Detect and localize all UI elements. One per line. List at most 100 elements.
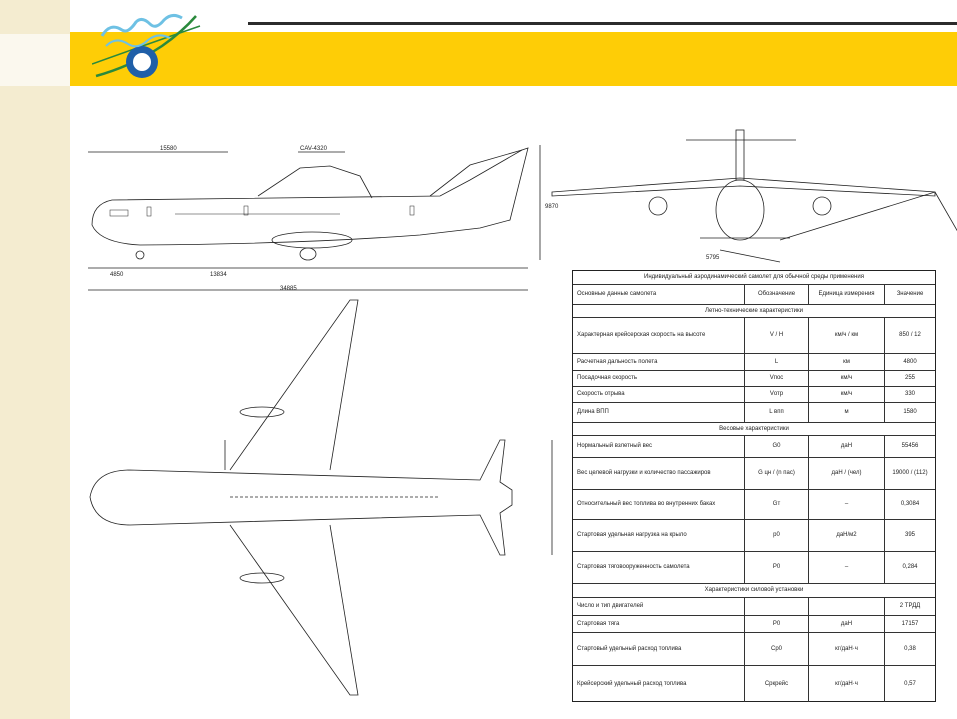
row-unit: даН/м2 [809,520,885,551]
front-view [551,129,957,263]
specs-table: Индивидуальный аэродинамический самолет … [572,270,936,702]
row-name: Стартовая удельная нагрузка на крыло [573,520,745,551]
table-row: Стартовая тяга P0 даН 17157 [573,616,935,633]
row-symbol: Vпос [745,371,809,386]
section-title-row: Весовые характеристики [573,423,935,436]
row-value: 0,57 [904,680,916,687]
row-symbol: Cp0 [745,633,809,665]
row-symbol: G0 [745,436,809,457]
dim-overall: 34885 [280,286,297,292]
row-unit: даН [809,436,885,457]
row-value: 850 / 12 [899,332,921,338]
dim-mid-section: 13834 [210,272,227,278]
side-view [88,145,541,291]
row-unit: км [809,354,885,370]
row-name: Нормальный взлетный вес [573,436,745,457]
row-name: Стартовая тяговооруженность самолета [573,552,745,583]
table-row: Длина ВПП L впп м 1580 [573,403,935,423]
company-logo [92,13,201,78]
row-name: Скорость отрыва [573,387,745,402]
left-sidebar-decoration [0,0,70,719]
dim-cargo-label: CAV-4320 [300,146,328,152]
table-header-row: Основные данные самолета Обозначение Еди… [573,285,935,305]
row-unit: кг/даН·ч [809,633,885,665]
row-symbol: Gт [745,490,809,519]
table-row: Нормальный взлетный вес G0 даН 55456 [573,436,935,458]
section-title: Летно-технические характеристики [705,307,803,314]
dim-span-label: 5795 [706,255,720,261]
table-row: Посадочная скорость Vпос км/ч 255 [573,371,935,387]
section-title: Весовые характеристики [719,425,789,432]
row-unit: даН / (чел) [809,458,885,489]
row-symbol: V / H [745,318,809,353]
row-unit: – [809,490,885,519]
row-symbol: P0 [745,616,809,632]
row-name: Характерная крейсерская скорость на высо… [573,318,745,353]
table-row: Расчетная дальность полета L км 4800 [573,354,935,371]
row-name: Стартовая тяга [573,616,745,632]
sidebar-light-band [0,34,70,86]
row-value: 2 ТРДД [899,603,921,609]
row-symbol: Cркрейс [745,666,809,702]
row-name: Посадочная скорость [573,371,745,386]
row-unit: км/ч / км [809,318,885,353]
row-symbol [745,598,809,615]
row-unit: км/ч [809,387,885,402]
table-title-row: Индивидуальный аэродинамический самолет … [573,271,935,285]
row-value: 4800 [903,358,917,365]
table-row: Крейсерский удельный расход топлива Cркр… [573,666,935,702]
header-yellow-band [70,32,957,86]
row-value: 1580 [903,409,917,415]
row-symbol: L [745,354,809,370]
row-symbol: Vотр [745,387,809,402]
row-unit: – [809,552,885,583]
row-value: 0,284 [902,564,918,570]
row-name: Расчетная дальность полета [573,354,745,370]
row-unit: даН [809,616,885,632]
row-unit: км/ч [809,371,885,386]
row-name: Крейсерский удельный расход топлива [573,666,745,702]
dim-total-length: 15580 [160,146,177,152]
header-col-symbol: Обозначение [745,285,809,304]
section-title: Характеристики силовой установки [704,587,804,593]
header-col-unit: Единица измерения [809,285,885,304]
table-row: Характерная крейсерская скорость на высо… [573,318,935,354]
row-value: 395 [904,532,915,538]
table-row: Стартовый удельный расход топлива Cp0 кг… [573,633,935,666]
dim-nose-section: 4850 [110,272,124,278]
row-name: Стартовый удельный расход топлива [573,633,745,665]
row-symbol: P0 [745,552,809,583]
row-value: 0,38 [904,645,916,652]
row-symbol: p0 [745,520,809,551]
table-title: Индивидуальный аэродинамический самолет … [644,274,864,280]
table-row: Стартовая удельная нагрузка на крыло p0 … [573,520,935,552]
table-row: Скорость отрыва Vотр км/ч 330 [573,387,935,403]
row-unit: кг/даН·ч [809,666,885,702]
row-value: 19000 / (112) [892,470,928,476]
row-value: 330 [904,391,915,397]
table-row: Стартовая тяговооруженность самолета P0 … [573,552,935,584]
row-symbol: G цн / (n пас) [745,458,809,489]
row-value: 17157 [901,620,919,627]
row-value: 0,3084 [900,501,920,507]
row-unit: м [809,403,885,422]
header-col-value: Значение [896,291,924,297]
section-title-row: Характеристики силовой установки [573,584,935,598]
row-name: Число и тип двигателей [573,598,745,615]
row-name: Вес целевой нагрузки и количество пассаж… [573,458,745,489]
header-col-name: Основные данные самолета [573,285,745,304]
row-name: Относительный вес топлива во внутренних … [573,490,745,519]
header-rule [248,22,957,25]
dim-height-label: 9870 [545,204,559,210]
table-row: Относительный вес топлива во внутренних … [573,490,935,520]
table-row: Число и тип двигателей 2 ТРДД [573,598,935,616]
row-name: Длина ВПП [573,403,745,422]
row-unit [809,598,885,615]
section-title-row: Летно-технические характеристики [573,305,935,318]
top-view [89,299,553,696]
row-symbol: L впп [745,403,809,422]
row-value: 55456 [901,443,919,449]
row-value: 255 [904,375,915,381]
table-row: Вес целевой нагрузки и количество пассаж… [573,458,935,490]
